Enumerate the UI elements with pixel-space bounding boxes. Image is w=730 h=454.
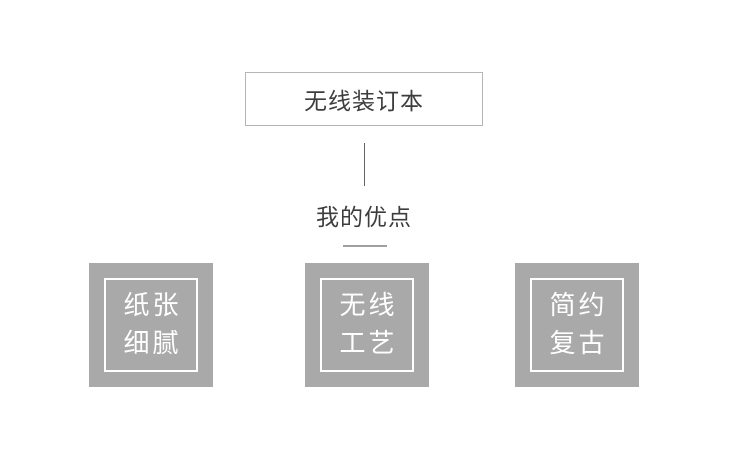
feature-box-paper: 纸张 细腻: [89, 263, 213, 387]
feature-label-line: 纸张: [123, 290, 182, 321]
feature-inner-frame: 简约 复古: [530, 278, 624, 372]
feature-label-line: 简约: [549, 290, 608, 321]
feature-label-line: 细腻: [123, 328, 182, 358]
root-node-box: 无线装订本: [245, 72, 483, 126]
subtitle-label: 我的优点: [316, 204, 412, 230]
vertical-connector-line: [364, 143, 365, 186]
feature-inner-frame: 无线 工艺: [320, 278, 414, 372]
feature-box-craft: 无线 工艺: [305, 263, 429, 387]
subtitle-dash: [343, 245, 387, 247]
feature-box-retro: 简约 复古: [515, 263, 639, 387]
feature-label-line: 无线: [339, 290, 398, 321]
feature-inner-frame: 纸张 细腻: [104, 278, 198, 372]
feature-label-line: 复古: [549, 328, 608, 358]
feature-label-line: 工艺: [339, 328, 398, 358]
root-node-label: 无线装订本: [304, 88, 424, 114]
